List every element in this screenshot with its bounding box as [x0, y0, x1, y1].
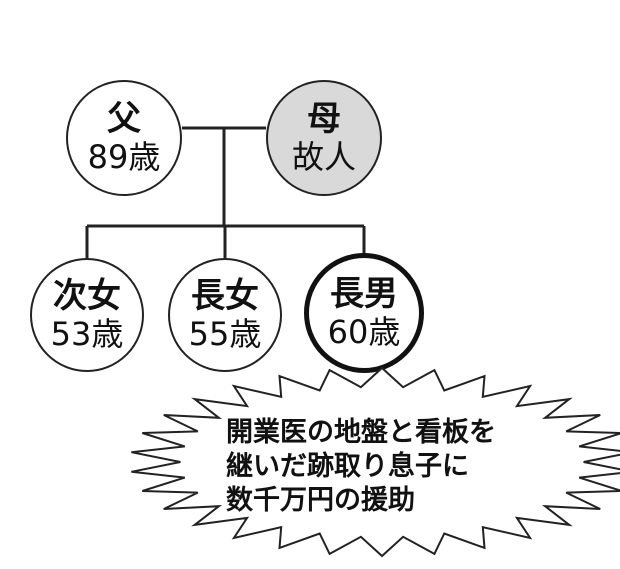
burst-outline — [131, 366, 620, 558]
eldest-daughter-age: 55歳 — [188, 315, 262, 353]
mother-node: 母 故人 — [266, 80, 382, 196]
father-role: 父 — [107, 99, 141, 139]
callout-line-2: 継いだ跡取り息子に — [226, 451, 469, 482]
father-age: 89歳 — [87, 138, 161, 176]
second-daughter-role: 次女 — [53, 276, 121, 316]
eldest-daughter-node: 長女 55歳 — [168, 258, 282, 372]
eldest-son-role: 長男 — [330, 274, 398, 314]
callout-line-1: 開業医の地盤と看板を — [226, 417, 496, 448]
eldest-son-node: 長男 60歳 — [304, 253, 424, 373]
second-daughter-node: 次女 53歳 — [30, 258, 144, 372]
mother-role: 母 — [307, 99, 341, 139]
callout-text: 開業医の地盤と看板を 継いだ跡取り息子に 数千万円の援助 — [226, 416, 546, 518]
mother-status: 故人 — [291, 138, 356, 176]
eldest-son-age: 60歳 — [327, 313, 401, 351]
callout-line-3: 数千万円の援助 — [226, 485, 415, 516]
father-node: 父 89歳 — [66, 80, 182, 196]
eldest-daughter-role: 長女 — [191, 276, 259, 316]
second-daughter-age: 53歳 — [50, 315, 124, 353]
